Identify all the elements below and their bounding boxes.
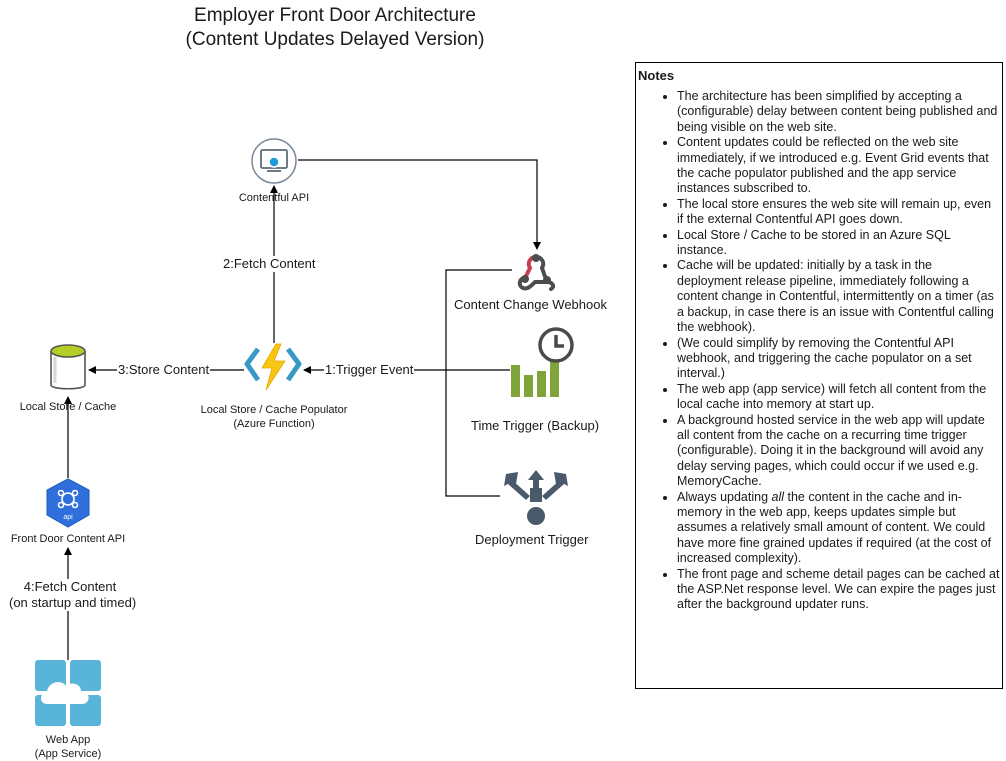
note-item: The architecture has been simplified by …: [677, 89, 1000, 135]
edge-label-store-content: 3:Store Content: [117, 362, 211, 378]
note-item-post: the content in the cache and in-memory i…: [677, 489, 992, 566]
notes-panel: Notes The architecture has been simplifi…: [635, 62, 1003, 689]
note-item-emphasis: all: [771, 489, 785, 504]
note-item: Always updating all the content in the c…: [677, 490, 1000, 567]
azure-function-icon: [244, 343, 302, 391]
time-trigger-label: Time Trigger (Backup): [471, 418, 600, 433]
webhook-icon: [517, 254, 556, 291]
note-item-pre: Always updating: [677, 489, 772, 504]
local-store-label: Local Store / Cache: [19, 401, 117, 413]
note-item: The local store ensures the web site wil…: [677, 197, 1000, 228]
edge-label-fetch-startup: 4:Fetch Content (on startup and timed): [8, 579, 137, 611]
populator-label: Local Store / Cache Populator (Azure Fun…: [186, 403, 362, 431]
note-item: (We could simplify by removing the Conte…: [677, 336, 1000, 382]
diagram-title: Employer Front Door Architecture (Conten…: [90, 4, 580, 52]
database-icon: [50, 344, 86, 390]
api-hexagon-icon: api: [46, 478, 90, 528]
note-item: Local Store / Cache to be stored in an A…: [677, 228, 1000, 259]
notes-title: Notes: [638, 68, 675, 83]
webhook-label: Content Change Webhook: [454, 297, 607, 312]
deployment-trigger-label: Deployment Trigger: [475, 532, 589, 547]
contentful-api-icon: [251, 138, 297, 184]
note-item: A background hosted service in the web a…: [677, 413, 1000, 490]
contentful-api-label: Contentful API: [238, 192, 310, 204]
note-item: The web app (app service) will fetch all…: [677, 382, 1000, 413]
edge-label-fetch-startup-line1: 4:Fetch Content: [23, 579, 117, 594]
note-item: Cache will be updated: initially by a ta…: [677, 258, 1000, 335]
populator-label-line2: (Azure Function): [233, 418, 315, 430]
note-item: Content updates could be reflected on th…: [677, 135, 1000, 197]
time-trigger-icon: [511, 327, 574, 397]
notes-list: The architecture has been simplified by …: [636, 89, 1002, 613]
edge-contentful-to-webhook: [298, 159, 541, 250]
api-badge-text: api: [63, 514, 73, 521]
title-line-2: (Content Updates Delayed Version): [185, 29, 485, 50]
edge-webhook-bracket: [445, 269, 512, 497]
front-door-api-label: Front Door Content API: [10, 533, 126, 545]
edge-label-fetch-content: 2:Fetch Content: [222, 256, 317, 272]
web-app-label-line2: (App Service): [34, 748, 102, 760]
title-line-1: Employer Front Door Architecture: [194, 5, 476, 26]
note-item: The front page and scheme detail pages c…: [677, 567, 1000, 613]
web-app-label: Web App (App Service): [8, 733, 128, 761]
web-app-label-line1: Web App: [45, 734, 91, 746]
web-app-icon: [35, 660, 101, 726]
populator-label-line1: Local Store / Cache Populator: [200, 404, 348, 416]
edge-label-fetch-startup-line2: (on startup and timed): [9, 595, 137, 610]
edge-label-trigger-event: 1:Trigger Event: [324, 362, 415, 378]
deployment-trigger-icon: [504, 470, 568, 525]
